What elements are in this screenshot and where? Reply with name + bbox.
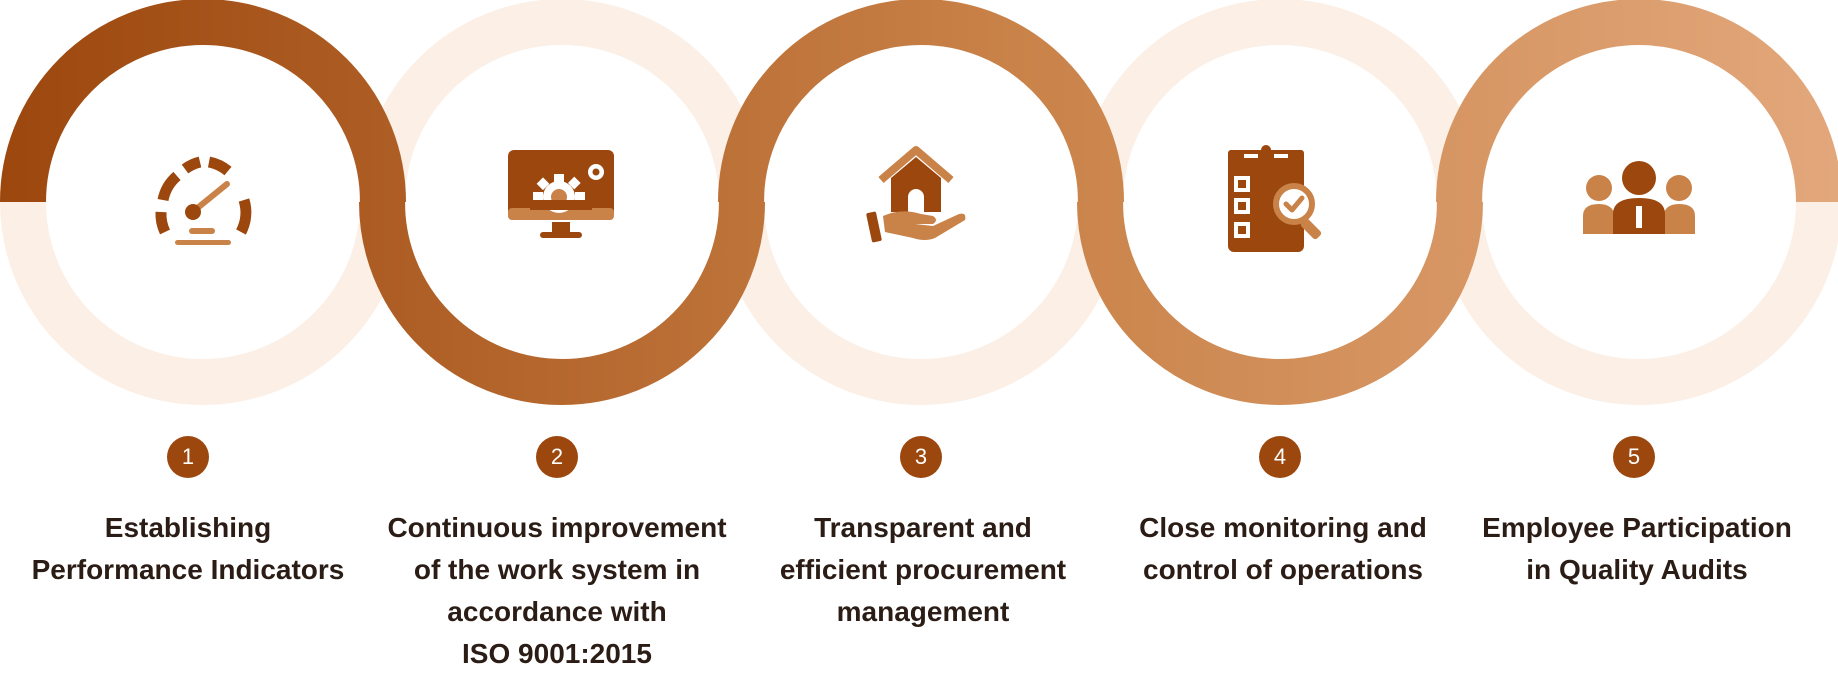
- speedometer-icon: [155, 156, 252, 245]
- ring-3-band: [718, 0, 1124, 203]
- step-2-badge: 2: [536, 436, 578, 478]
- team-icon: [1583, 161, 1695, 234]
- ring-5-band: [1436, 0, 1838, 203]
- checklist-magnifier-icon: [1228, 145, 1322, 252]
- step-3-badge: 3: [900, 436, 942, 478]
- step-3-label: Transparent and efficient procurement ma…: [779, 512, 1067, 627]
- monitor-gear-icon: [508, 150, 614, 238]
- hand-house-icon: [866, 146, 966, 243]
- ring-1-band: [0, 0, 406, 203]
- step-5-badge: 5: [1613, 436, 1655, 478]
- step-1-label: Establishing Performance Indicators: [31, 512, 345, 585]
- step-5-label: Employee Participation in Quality Audits: [1482, 512, 1792, 585]
- step-4-label: Close monitoring and control of operatio…: [1139, 512, 1427, 585]
- ring-4-band: [1077, 201, 1483, 405]
- step-4-badge: 4: [1259, 436, 1301, 478]
- step-1-badge: 1: [167, 436, 209, 478]
- ring-2-band: [359, 201, 765, 405]
- step-2-label: Continuous improvement of the work syste…: [387, 512, 727, 669]
